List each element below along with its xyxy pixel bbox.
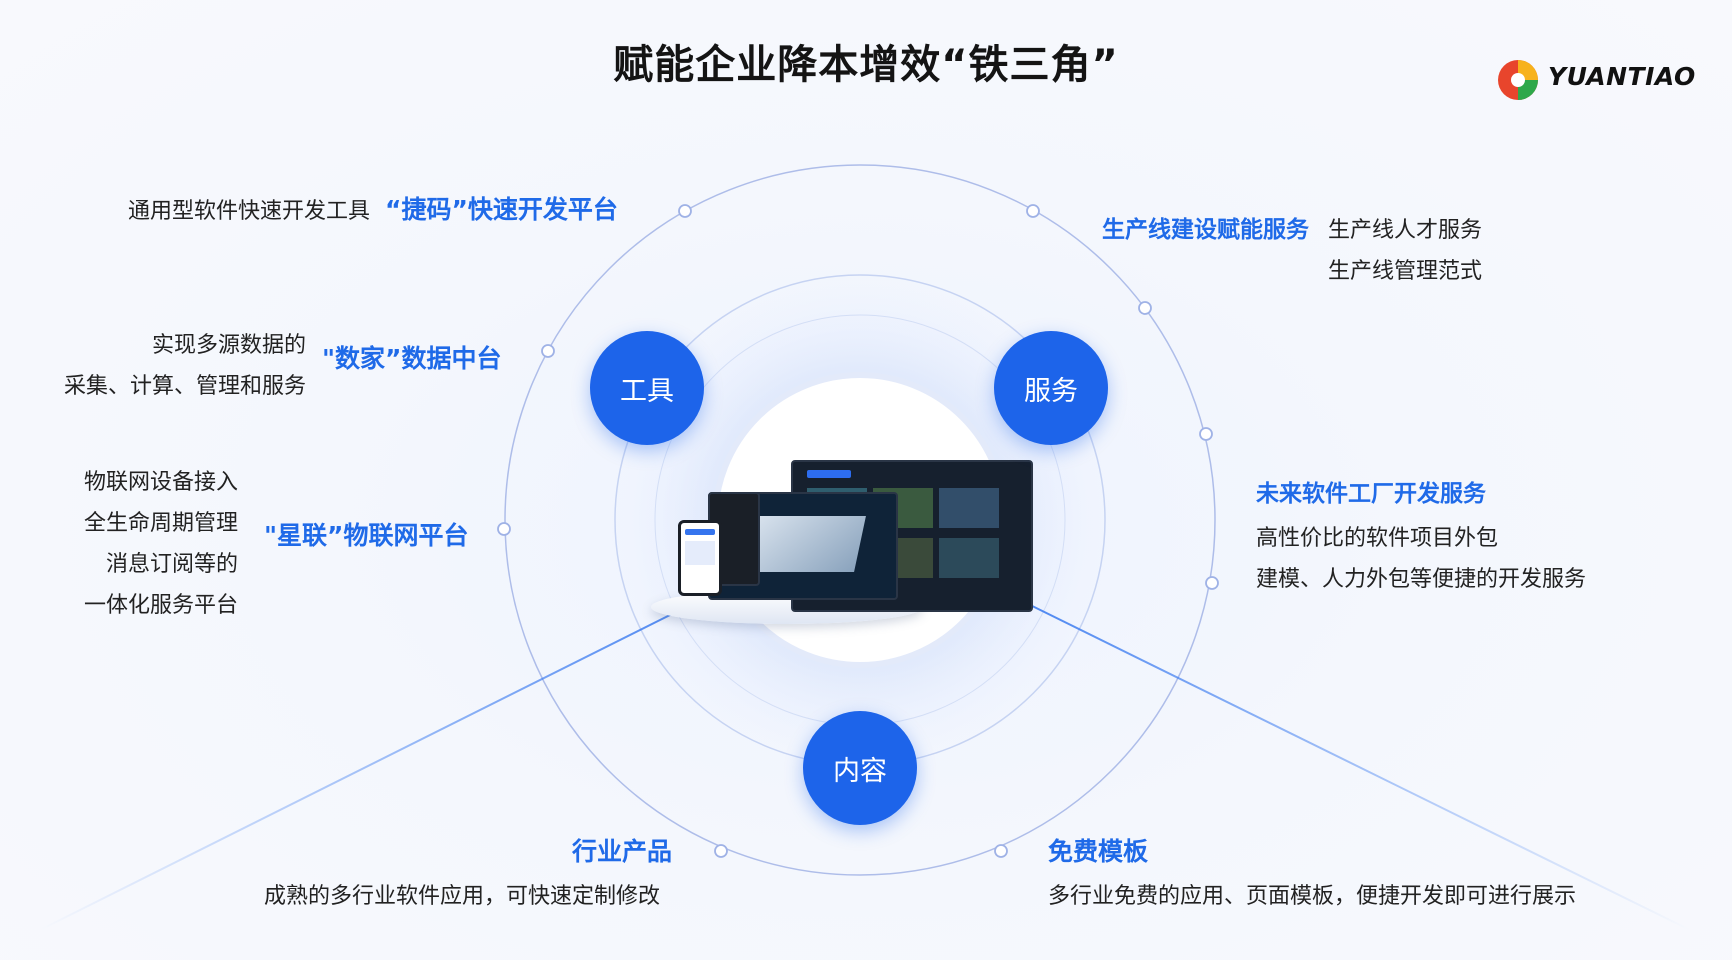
hub-content: 内容 xyxy=(803,711,917,825)
tools-item1-name: “捷码”快速开发平台 xyxy=(385,195,618,224)
content-item2-name: 免费模板 xyxy=(1048,837,1149,866)
content-item1-name: 行业产品 xyxy=(571,837,672,866)
logo-text: YUANTIAO xyxy=(1548,62,1696,91)
tools-item1-desc: 通用型软件快速开发工具 xyxy=(128,199,371,224)
tools-item3-desc-line4: 一体化服务平台 xyxy=(83,593,238,618)
tools-item2-desc-line2: 采集、计算、管理和服务 xyxy=(63,374,306,399)
ray-right xyxy=(1019,599,1691,931)
content-item2-desc: 多行业免费的应用、页面模板，便捷开发即可进行展示 xyxy=(1048,884,1577,909)
tools-item3-desc-line3: 消息订阅等的 xyxy=(105,552,238,577)
tools-item2-desc-line1: 实现多源数据的 xyxy=(151,333,306,358)
service-item1-name: 生产线建设赋能服务 xyxy=(1102,217,1309,243)
ray-left xyxy=(39,599,701,931)
service-item1-desc: 生产线人才服务 生产线管理范式 xyxy=(1328,210,1482,292)
service-item1-desc-line1: 生产线人才服务 xyxy=(1328,218,1483,243)
ring-nodes xyxy=(497,204,1219,858)
brand-logo: YUANTIAO xyxy=(1494,56,1696,102)
service-item2-name: 未来软件工厂开发服务 xyxy=(1256,481,1486,507)
tools-item3-desc-line1: 物联网设备接入 xyxy=(83,470,238,495)
service-item1-desc-line2: 生产线管理范式 xyxy=(1328,259,1483,284)
hub-service: 服务 xyxy=(994,331,1108,445)
content-item1-desc: 成熟的多行业软件应用，可快速定制修改 xyxy=(264,884,661,909)
tools-item1: 通用型软件快速开发工具 “捷码”快速开发平台 xyxy=(128,190,618,226)
tools-item2-desc: 实现多源数据的 采集、计算、管理和服务 xyxy=(40,325,306,407)
hub-tools: 工具 xyxy=(590,331,704,445)
logo-icon xyxy=(1498,60,1538,100)
service-item2-desc-line2: 建模、人力外包等便捷的开发服务 xyxy=(1256,567,1587,592)
service-item2-desc-line1: 高性价比的软件项目外包 xyxy=(1256,526,1499,551)
tools-item3-desc-line2: 全生命周期管理 xyxy=(83,511,238,536)
tools-item2-name: "数家”数据中台 xyxy=(322,344,502,373)
service-item2-desc: 高性价比的软件项目外包 建模、人力外包等便捷的开发服务 xyxy=(1256,518,1586,600)
tools-item3-desc: 物联网设备接入 全生命周期管理 消息订阅等的 一体化服务平台 xyxy=(40,462,238,626)
phone-mockup xyxy=(678,520,722,596)
page-title: 赋能企业降本增效“铁三角” xyxy=(613,42,1119,88)
tools-item3-name: "星联”物联网平台 xyxy=(264,521,469,550)
